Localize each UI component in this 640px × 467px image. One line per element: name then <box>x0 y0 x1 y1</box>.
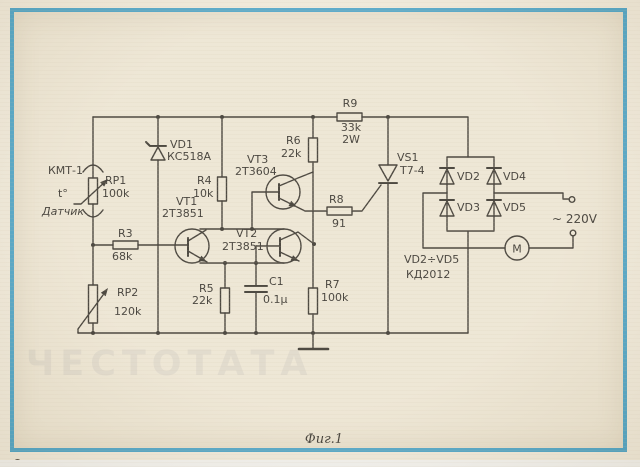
vt3-type-label: 2Т3604 <box>235 165 277 178</box>
mains-voltage-label: ~ 220V <box>552 212 598 226</box>
diode-vd2: VD2 <box>439 167 480 185</box>
r6-value-label: 22k <box>281 147 302 160</box>
vd1-value-label: КС518А <box>167 150 211 163</box>
transistor-vt1: VT1 2Т3851 <box>162 195 210 264</box>
rp1-ref-label: RP1 <box>105 174 126 187</box>
transistor-pair-bus-lines <box>199 228 285 264</box>
vs1-ref-label: VS1 <box>397 151 419 164</box>
thermistor-sensor-rp1: КМТ-1 t° Датчик RP1 100k <box>41 116 130 334</box>
transistor-vt2: VT2 2Т3851 <box>222 227 315 264</box>
sensor-type-label: КМТ-1 <box>48 164 83 177</box>
r4-ref-label: R4 <box>197 174 212 187</box>
resistor-r5: R5 22k <box>192 262 231 334</box>
potentiometer-rp2: RP2 120k <box>77 284 142 334</box>
page-showthrough-watermark: ЧЕСТОТАТА <box>26 344 314 384</box>
resistor-r9: R9 33k 2W <box>336 97 363 146</box>
vd3-ref-label: VD3 <box>457 201 480 214</box>
figure-caption: Фиг.1 <box>305 432 343 447</box>
bridge-note-type-label: КД2012 <box>406 268 450 281</box>
diode-vd5: VD5 <box>486 199 526 217</box>
r9-ref-label: R9 <box>343 97 358 110</box>
resistor-r4: R4 10k <box>193 116 228 230</box>
c1-value-label: 0.1µ <box>263 293 288 306</box>
rp1-value-label: 100k <box>102 187 130 200</box>
zener-diode-vd1: VD1 КС518А <box>145 116 211 334</box>
r6-ref-label: R6 <box>286 134 301 147</box>
capacitor-c1: C1 0.1µ <box>244 245 288 334</box>
rp2-ref-label: RP2 <box>117 286 138 299</box>
vd4-ref-label: VD4 <box>503 170 526 183</box>
resistor-r6: R6 22k <box>281 116 319 289</box>
diode-vd4: VD4 <box>486 167 526 185</box>
scan-edge-strip <box>0 460 640 467</box>
r8-ref-label: R8 <box>329 193 344 206</box>
c1-ref-label: C1 <box>269 275 284 288</box>
vt1-type-label: 2Т3851 <box>162 207 204 220</box>
r3-value-label: 68k <box>112 250 133 263</box>
r8-value-label: 91 <box>332 217 346 230</box>
resistor-r3: R3 68k <box>92 227 189 263</box>
vd5-ref-label: VD5 <box>503 201 526 214</box>
r4-value-label: 10k <box>193 187 214 200</box>
vd1-ref-label: VD1 <box>170 138 193 151</box>
r5-ref-label: R5 <box>199 282 214 295</box>
r7-ref-label: R7 <box>325 278 340 291</box>
resistor-r8: R8 91 <box>326 184 382 230</box>
sensor-name-label: Датчик <box>41 205 84 218</box>
vd2-ref-label: VD2 <box>457 170 480 183</box>
vs1-type-label: Т7-4 <box>399 164 425 177</box>
rp2-value-label: 120k <box>114 305 142 318</box>
vt1-ref-label: VT1 <box>176 195 197 208</box>
motor-m: M <box>422 192 574 261</box>
vt2-type-label: 2Т3851 <box>222 240 264 253</box>
mains-terminal-bottom <box>569 229 577 237</box>
diode-vd3: VD3 <box>439 199 480 217</box>
r9-power-label: 2W <box>342 133 360 146</box>
bridge-note-range-label: VD2÷VD5 <box>404 253 459 266</box>
mains-terminals: ~ 220V <box>493 192 598 237</box>
resistor-r7: R7 100k <box>307 278 349 334</box>
top-supply-rail <box>92 116 469 158</box>
r7-value-label: 100k <box>321 291 349 304</box>
mains-terminal-top <box>568 195 576 203</box>
thyristor-vs1: VS1 Т7-4 <box>378 116 425 334</box>
junction-dots <box>91 115 390 335</box>
sensor-temp-label: t° <box>58 187 68 200</box>
vt3-ref-label: VT3 <box>247 153 268 166</box>
transistor-vt3: VT3 2Т3604 <box>235 153 328 230</box>
r3-ref-label: R3 <box>118 227 133 240</box>
diode-bridge: VD2 VD3 VD4 VD5 VD2÷VD5 КД2012 <box>404 156 526 334</box>
ground-symbol <box>297 332 330 351</box>
photo-frame <box>10 8 627 452</box>
r9-value-label: 33k <box>341 121 362 134</box>
r5-value-label: 22k <box>192 294 213 307</box>
motor-label: M <box>512 243 522 256</box>
